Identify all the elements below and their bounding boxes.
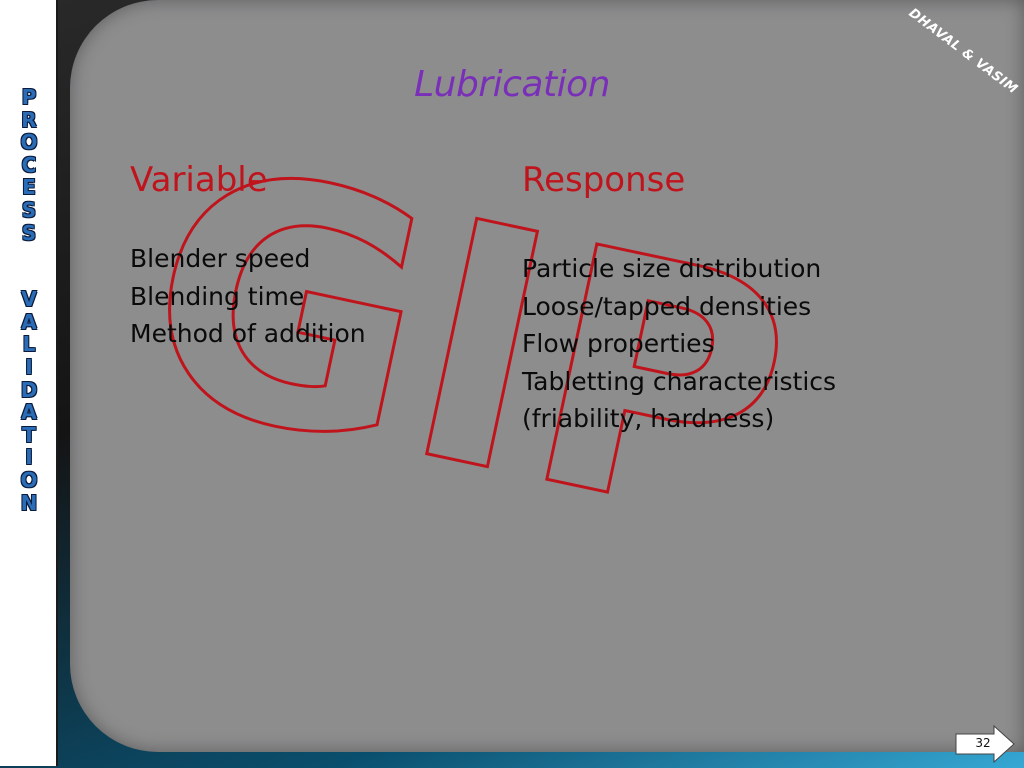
page-number: 32 bbox=[975, 736, 991, 750]
variable-column: Variable Blender speed Blending time Met… bbox=[130, 160, 500, 353]
vertical-letter: S bbox=[21, 220, 37, 245]
vertical-letter: N bbox=[20, 490, 38, 515]
vertical-letter: V bbox=[21, 287, 37, 312]
vertical-letter: E bbox=[22, 175, 36, 200]
list-item: Blender speed bbox=[130, 244, 311, 273]
list-item: Blending time bbox=[130, 281, 305, 311]
next-arrow-icon[interactable] bbox=[954, 724, 1016, 764]
content-panel bbox=[70, 0, 1024, 752]
list-item: Particle size distribution bbox=[522, 254, 822, 283]
vertical-letter: I bbox=[25, 354, 33, 379]
vertical-letter: C bbox=[21, 152, 37, 177]
vertical-letter: T bbox=[22, 422, 36, 447]
list-item: (friability, hardness) bbox=[522, 404, 775, 433]
vertical-letter: P bbox=[21, 85, 37, 109]
page-title: Lubrication bbox=[414, 64, 610, 105]
vertical-letter: A bbox=[21, 400, 37, 425]
response-heading: Response bbox=[522, 160, 686, 200]
list-item: Flow properties bbox=[522, 329, 715, 358]
list-item: Tabletting characteristics bbox=[522, 366, 837, 396]
response-column: Response Particle size distribution Loos… bbox=[522, 160, 962, 438]
variable-heading: Variable bbox=[130, 160, 268, 200]
vertical-letter: I bbox=[25, 445, 33, 470]
sidebar: P R O C E S S V A L I D A T I O N bbox=[0, 0, 58, 766]
vertical-letter: O bbox=[20, 130, 38, 155]
vertical-letter: A bbox=[21, 309, 37, 334]
list-item: Method of addition bbox=[130, 319, 366, 348]
vertical-letter: L bbox=[22, 332, 36, 357]
vertical-letter: D bbox=[20, 377, 38, 402]
vertical-letter: S bbox=[21, 197, 37, 222]
vertical-title: P R O C E S S V A L I D A T I O N bbox=[0, 86, 58, 514]
list-item: Loose/tapped densities bbox=[522, 291, 812, 321]
vertical-letter: R bbox=[21, 107, 37, 132]
vertical-letter: O bbox=[20, 467, 38, 492]
